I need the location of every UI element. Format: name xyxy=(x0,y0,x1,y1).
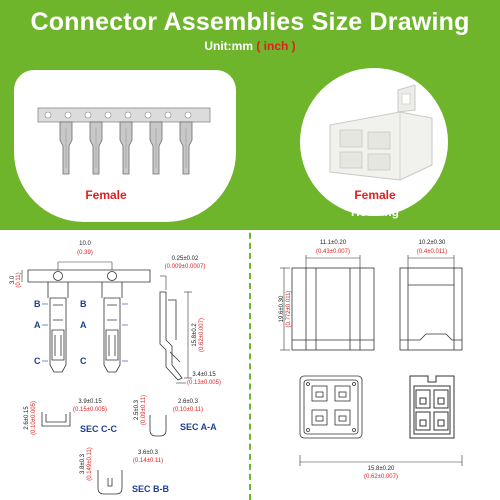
front-width-inch: (0.43±0.007) xyxy=(316,249,350,255)
bb-height-mm: 3.8±0.3 xyxy=(80,453,86,474)
housing-height-inch: (0.772±0.011) xyxy=(286,291,292,328)
housing-caption-line2: Housing xyxy=(351,205,399,219)
housing-side-view xyxy=(399,267,463,351)
housing-caption-red: Female xyxy=(354,188,396,202)
sec-aa-drawing xyxy=(149,415,167,437)
height-mm: 3.0 xyxy=(10,275,16,284)
terminal-strip-illustration xyxy=(37,107,211,175)
aa-height-mm: 2.5±0.3 xyxy=(134,399,140,420)
bb-width-mm: 3.6±0.3 xyxy=(138,450,159,456)
terminals-caption-red: Female xyxy=(85,188,127,202)
terminals-caption-line2: Terminals xyxy=(97,205,153,219)
sec-bb-label: SEC B-B xyxy=(132,484,170,494)
housing-illustration xyxy=(329,84,433,181)
housing-height-mm: 19.6±0.30 xyxy=(279,295,285,322)
thickness-inch: (0.009±0.0007) xyxy=(165,264,206,270)
height-inch: (0.11) xyxy=(16,272,22,287)
cc-height-mm: 2.6±0.15 xyxy=(24,406,30,430)
side-width-mm: 10.2±0.30 xyxy=(419,240,446,246)
housing-front-view xyxy=(291,267,375,351)
aa-width-inch: (0.10±0.11) xyxy=(173,407,203,413)
sec-cc-label: SEC C-C xyxy=(80,424,118,434)
label-a-right: A xyxy=(80,320,87,330)
sec-aa-label: SEC A-A xyxy=(180,422,217,432)
terminal-side-drawing xyxy=(159,291,183,381)
bb-width-inch: (0.14±0.11) xyxy=(133,458,163,464)
length-mm: 15.8±0.2 xyxy=(192,323,198,347)
side-width-inch: (0.4±0.011) xyxy=(417,249,447,255)
length-inch: (0.62±0.007) xyxy=(199,318,205,352)
page-title: Connector Assemblies Size Drawing xyxy=(30,8,470,36)
unit-highlight: ( inch ) xyxy=(256,39,296,53)
unit-subtitle: Unit:mm ( inch ) xyxy=(0,39,500,53)
thickness-mm: 0.25±0.02 xyxy=(172,256,199,262)
label-c-left: C xyxy=(34,356,41,366)
thickness-dimension xyxy=(160,275,167,290)
housing-end-view-left xyxy=(299,375,363,439)
housing-end-view-right xyxy=(409,375,455,439)
terminal-top-drawing xyxy=(27,269,151,373)
bb-height-inch: (0.149±0.11) xyxy=(87,447,93,481)
aa-height-inch: (0.09±0.11) xyxy=(141,395,147,425)
label-a-left: A xyxy=(34,320,41,330)
unit-prefix: Unit:mm xyxy=(204,39,253,53)
label-c-right: C xyxy=(80,356,87,366)
width-mm: 3.4±0.15 xyxy=(192,372,216,378)
housing-caption: Female Housing xyxy=(300,187,450,221)
terminal-pitch-dimension xyxy=(57,261,113,270)
label-b-right: B xyxy=(80,299,87,309)
cc-height-inch: (0.10±0.005) xyxy=(31,401,37,435)
terminals-caption-rest: Crimp xyxy=(126,188,165,202)
front-width-mm: 11.1±0.20 xyxy=(320,240,347,246)
cc-width-inch: (0.15±0.005) xyxy=(73,407,107,413)
sec-bb-drawing xyxy=(97,470,123,495)
pitch-mm: 10.0 xyxy=(79,241,91,247)
bottom-width-mm: 15.8±0.20 xyxy=(368,466,395,472)
terminals-caption: Female Crimp Terminals xyxy=(40,187,210,221)
cc-width-mm: 3.9±0.15 xyxy=(78,399,102,405)
label-b-left: B xyxy=(34,299,41,309)
pitch-inch: (0.39) xyxy=(77,250,93,256)
sec-cc-drawing xyxy=(41,412,71,427)
bottom-width-inch: (0.62±0.007) xyxy=(364,474,398,480)
center-divider xyxy=(249,62,251,500)
width-inch: (0.13±0.005) xyxy=(187,380,221,386)
aa-width-mm: 2.6±0.3 xyxy=(178,399,199,405)
